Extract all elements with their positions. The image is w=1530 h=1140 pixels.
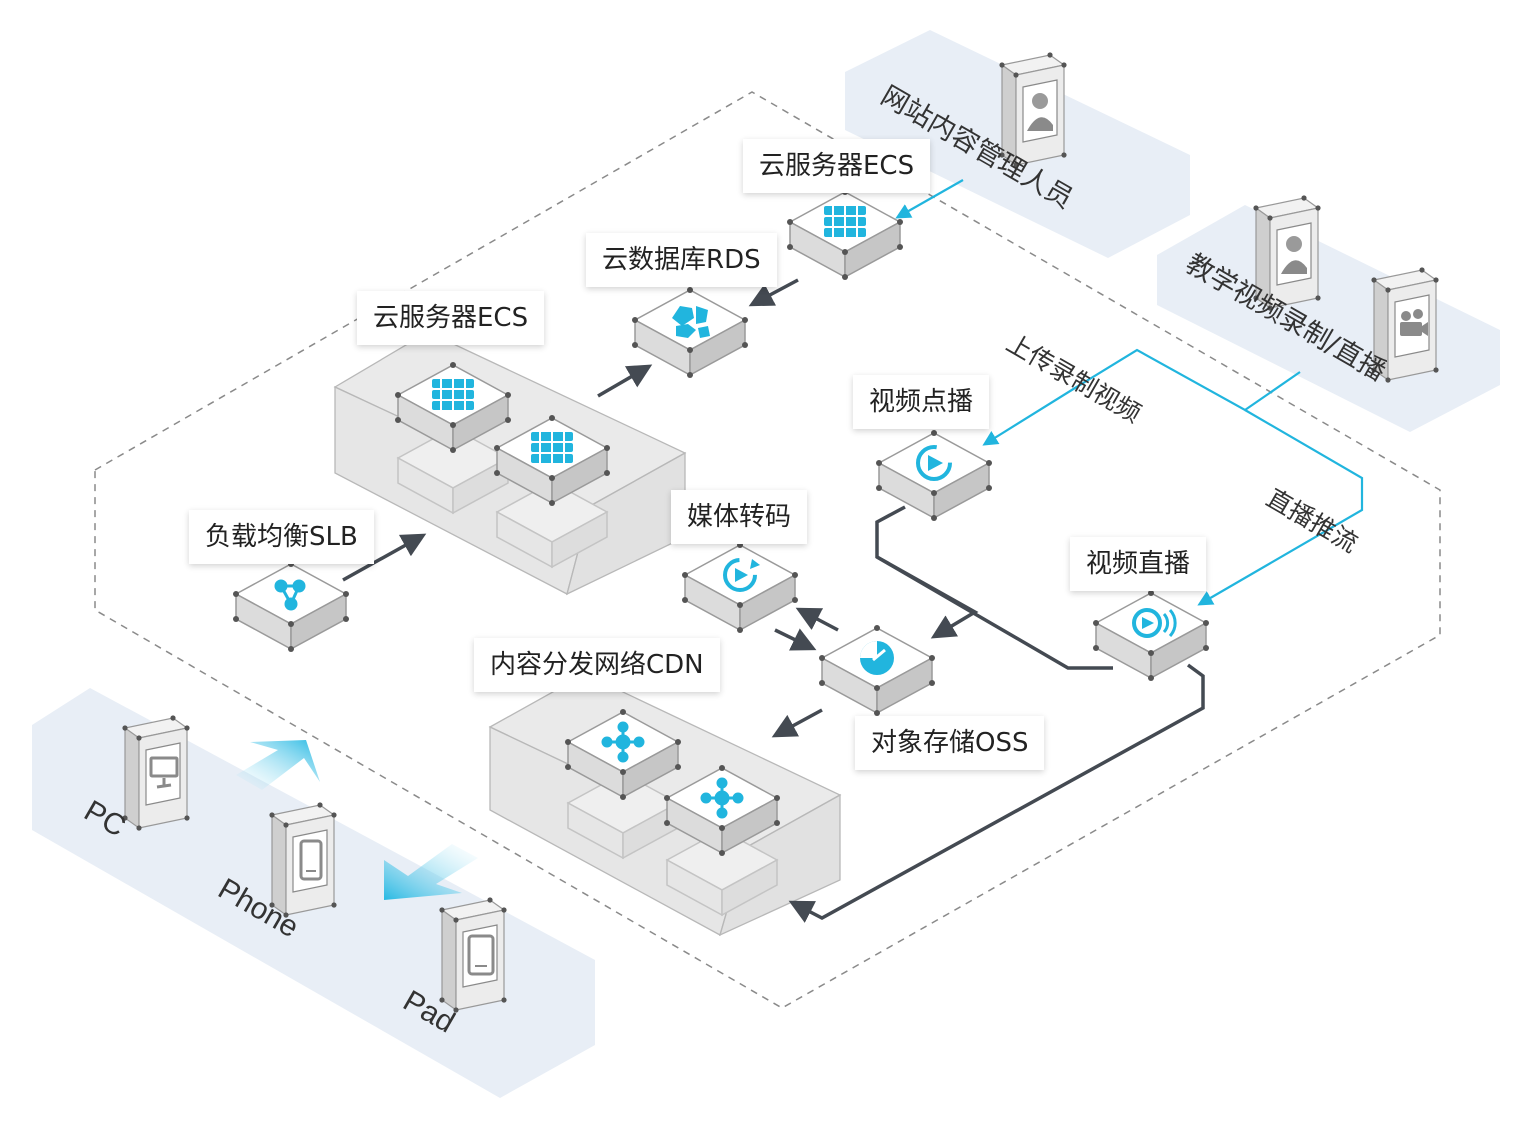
person-icon: [1281, 236, 1307, 274]
phone-card: [268, 801, 338, 919]
storage-icon: [860, 641, 894, 675]
video-on-demand-icon: [916, 445, 952, 481]
label-ecs-top: 云服务器ECS: [743, 139, 931, 193]
label-live: 视频直播: [1070, 537, 1207, 591]
monitor-icon: [149, 756, 179, 789]
camera-card: [1370, 266, 1440, 384]
link-live-to-cdn: [788, 663, 1205, 923]
vod-node: [875, 429, 993, 522]
arrow-oss-to-transcode: [795, 607, 839, 632]
push-stream-line: [1197, 409, 1364, 606]
server-icon: [531, 432, 573, 463]
cloud-boundary: [94, 91, 1441, 1009]
arrow-admin-to-ecs: [895, 179, 964, 219]
arrow-slb-to-ecs: [342, 533, 427, 582]
label-oss: 对象存储OSS: [855, 716, 1045, 770]
flow-arrow-out: [384, 844, 478, 900]
oss-node: [818, 624, 936, 717]
link-vod-to-live: [876, 555, 1113, 670]
live-stream-icon: [1132, 608, 1177, 638]
pc-card: [121, 714, 191, 832]
smartphone-icon: [299, 839, 323, 881]
slb-node: [232, 560, 350, 653]
person-icon: [1027, 93, 1053, 131]
recording-region: [1157, 205, 1500, 432]
pad-card: [438, 896, 508, 1014]
rds-node: [631, 286, 749, 379]
network-hub-icon: [601, 721, 645, 763]
label-ecs-cluster: 云服务器ECS: [357, 291, 545, 345]
blue-arrows: [895, 179, 1364, 606]
video-camera-icon: [1400, 309, 1428, 336]
arrow-ecs-to-rds: [597, 364, 653, 398]
transcode-node: [681, 541, 799, 634]
network-hub-icon: [700, 777, 744, 819]
cdn-node-2: [663, 764, 781, 857]
label-transcode: 媒体转码: [671, 490, 808, 544]
live-node: [1092, 589, 1210, 682]
link-vod-to-oss: [875, 505, 979, 639]
label-cdn: 内容分发网络CDN: [474, 638, 720, 692]
ecs-top-node: [786, 188, 904, 281]
recording-branch: [982, 348, 1301, 446]
tablet-icon: [467, 934, 495, 976]
ecs-server-node-2: [493, 414, 611, 507]
load-balancer-icon: [274, 579, 306, 611]
server-icon: [824, 206, 866, 237]
arrow-oss-to-cdn: [771, 708, 823, 738]
cdn-node-1: [564, 708, 682, 801]
admin-person-card: [998, 51, 1068, 169]
transcode-icon: [723, 558, 760, 592]
recording-person-card: [1252, 194, 1322, 312]
flow-arrow-in: [236, 740, 320, 790]
ecs-server-node-1: [394, 361, 512, 454]
label-rds: 云数据库RDS: [586, 233, 777, 287]
arrow-transcode-to-oss: [774, 628, 817, 651]
dark-arrows: [342, 278, 1205, 923]
label-vod: 视频点播: [853, 375, 990, 429]
database-icon: [672, 306, 710, 338]
label-slb: 负载均衡SLB: [189, 510, 374, 564]
arrow-ecs-top-to-rds: [748, 278, 799, 307]
server-icon: [432, 379, 474, 410]
